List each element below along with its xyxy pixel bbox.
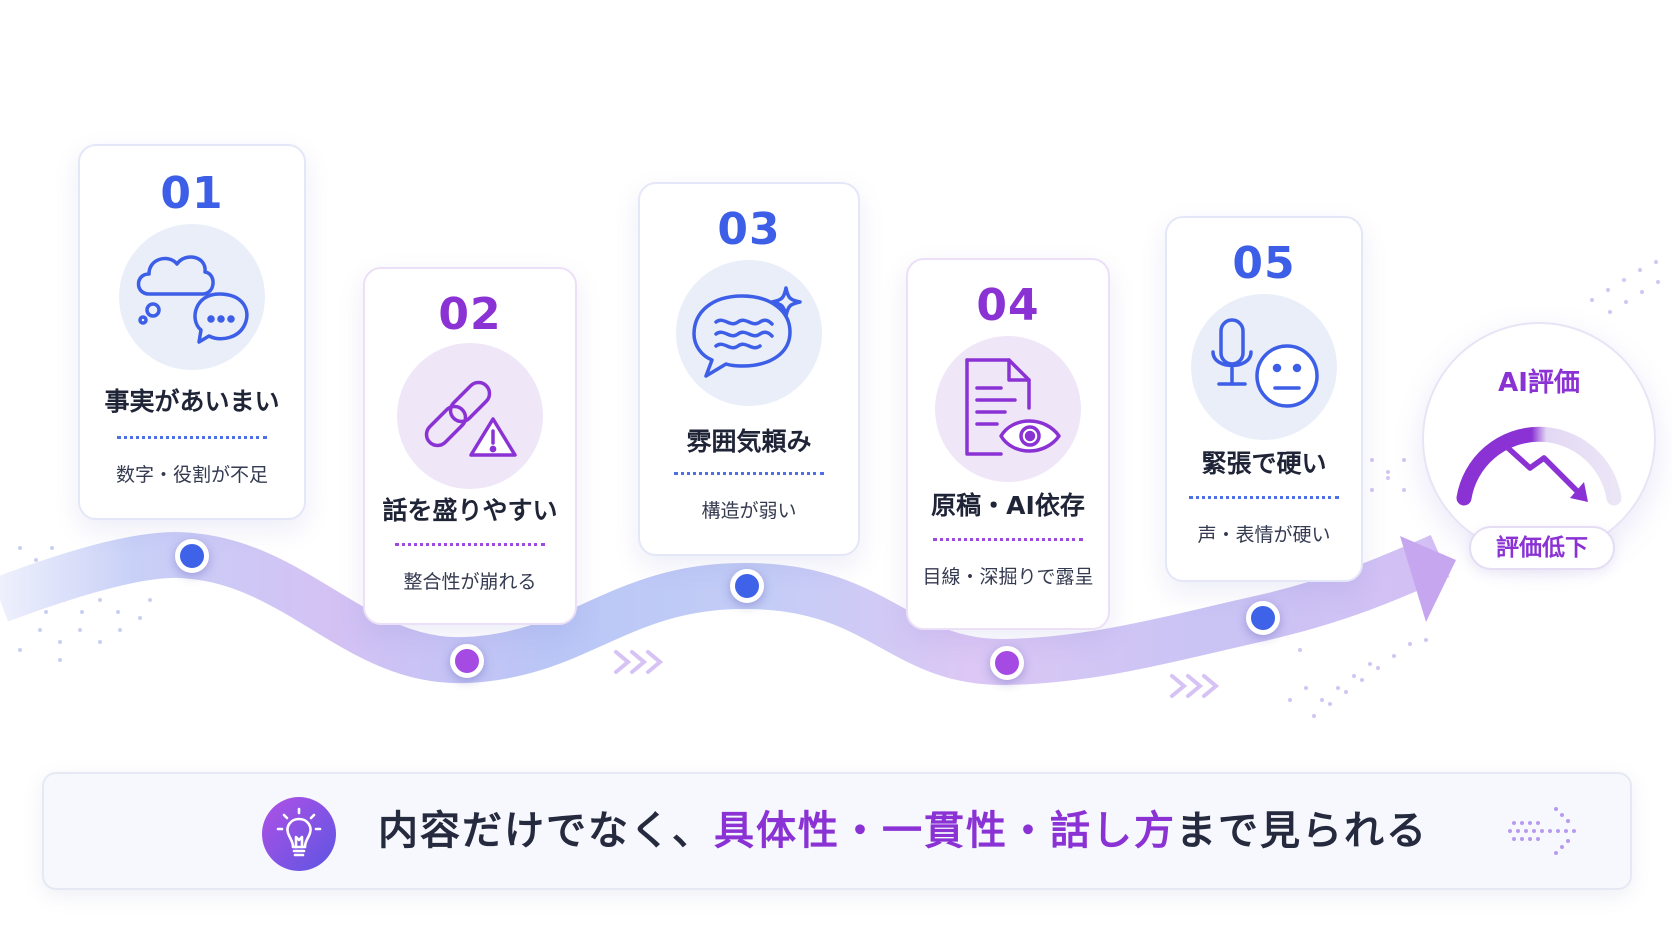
step-number: 02 bbox=[438, 289, 502, 340]
dotted-divider bbox=[674, 472, 824, 475]
gauge-down-arrow-icon bbox=[1456, 426, 1622, 506]
ai-evaluation-gauge: AI評価 評価低下 bbox=[1422, 322, 1656, 586]
summary-banner: 内容だけでなく、具体性・一貫性・話し方まで見られる bbox=[42, 772, 1632, 890]
path-node-01 bbox=[175, 539, 209, 573]
step-card-02: 02 話を盛りやすい 整合性が崩れる bbox=[363, 267, 577, 625]
summary-message: 内容だけでなく、具体性・一貫性・話し方まで見られる bbox=[378, 774, 1428, 888]
decorative-dots-right bbox=[1288, 260, 1660, 718]
step-title: 話を盛りやすい bbox=[382, 496, 558, 525]
step-card-04: 04 原稿・AI依存 目線・深掘りで露呈 bbox=[906, 258, 1110, 630]
summary-prefix: 内容だけでなく、 bbox=[378, 808, 714, 854]
step-title: 原稿・AI依存 bbox=[931, 491, 1085, 520]
microphone-neutral-face-icon bbox=[1191, 294, 1337, 440]
step-description: 目線・深掘りで露呈 bbox=[922, 566, 1094, 588]
step-description: 構造が弱い bbox=[701, 500, 797, 522]
step-card-01: 01 事実があいまい 数字・役割が不足 bbox=[78, 144, 306, 520]
gauge-status-badge: 評価低下 bbox=[1469, 526, 1615, 570]
step-number: 05 bbox=[1232, 238, 1296, 289]
step-description: 整合性が崩れる bbox=[403, 571, 537, 593]
path-node-03 bbox=[730, 569, 764, 603]
step-description: 数字・役割が不足 bbox=[115, 464, 268, 486]
dotted-divider bbox=[395, 543, 545, 546]
path-node-02 bbox=[450, 644, 484, 678]
broken-link-warning-icon bbox=[397, 343, 543, 489]
lightbulb-icon bbox=[262, 797, 336, 871]
dotted-arrow-icon bbox=[1508, 807, 1576, 855]
step-number: 04 bbox=[976, 280, 1040, 331]
step-number: 01 bbox=[160, 168, 224, 219]
step-card-03: 03 雰囲気頼み 構造が弱い bbox=[638, 182, 860, 556]
step-title: 緊張で硬い bbox=[1201, 449, 1327, 478]
document-eye-icon bbox=[935, 336, 1081, 482]
gauge-title: AI評価 bbox=[1498, 368, 1580, 398]
step-description: 声・表情が硬い bbox=[1197, 524, 1331, 546]
dotted-divider bbox=[933, 538, 1083, 541]
path-node-04 bbox=[990, 646, 1024, 680]
dotted-divider bbox=[1189, 496, 1339, 499]
path-node-05 bbox=[1246, 601, 1280, 635]
chevrons-1 bbox=[614, 650, 664, 674]
summary-highlight: 具体性・一貫性・話し方 bbox=[714, 808, 1176, 854]
step-card-05: 05 緊張で硬い 声・表情が硬い bbox=[1165, 216, 1363, 582]
step-number: 03 bbox=[717, 204, 781, 255]
summary-suffix: まで見られる bbox=[1176, 808, 1428, 854]
flow-arrowhead bbox=[1400, 536, 1456, 622]
step-title: 事実があいまい bbox=[104, 387, 280, 416]
thought-speech-bubbles-icon bbox=[119, 224, 265, 370]
wavy-speech-bubble-sparkle-icon bbox=[676, 260, 822, 406]
step-title: 雰囲気頼み bbox=[686, 427, 812, 456]
dotted-divider bbox=[117, 436, 267, 439]
chevrons-2 bbox=[1170, 674, 1220, 698]
